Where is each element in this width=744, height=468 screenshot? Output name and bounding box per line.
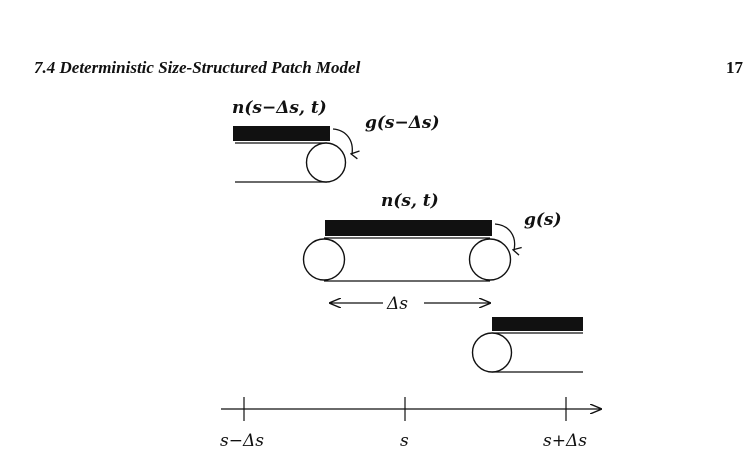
density-bar-center — [325, 220, 492, 236]
axis-tick-label-2: s — [400, 431, 409, 451]
conveyor-center: n(s, t) g(s) — [302, 191, 562, 282]
growth-label-center: g(s) — [524, 210, 562, 230]
roller-left — [305, 142, 347, 183]
running-title: 7.4 Deterministic Size-Structured Patch … — [34, 58, 361, 77]
density-bar-right — [492, 317, 583, 331]
roller-right — [471, 332, 513, 373]
roller-center-right — [468, 238, 512, 281]
size-axis: s−Δs s s+Δs — [220, 397, 601, 451]
roller-center-left — [302, 238, 346, 281]
interval-label: Δs — [386, 294, 408, 314]
density-label-center: n(s, t) — [381, 191, 439, 211]
conveyor-left: n(s−Δs, t) g(s−Δs) — [232, 98, 440, 183]
density-bar-left — [233, 126, 330, 141]
growth-arrow-center — [494, 223, 515, 250]
density-label-left: n(s−Δs, t) — [232, 98, 327, 118]
axis-tick-label-3: s+Δs — [543, 431, 587, 451]
conveyor-right — [471, 317, 583, 373]
axis-tick-label-1: s−Δs — [220, 431, 264, 451]
growth-arrow-left — [332, 128, 352, 154]
interval-indicator: Δs — [330, 294, 490, 314]
page-number: 17 — [726, 58, 743, 77]
growth-label-left: g(s−Δs) — [365, 113, 440, 133]
